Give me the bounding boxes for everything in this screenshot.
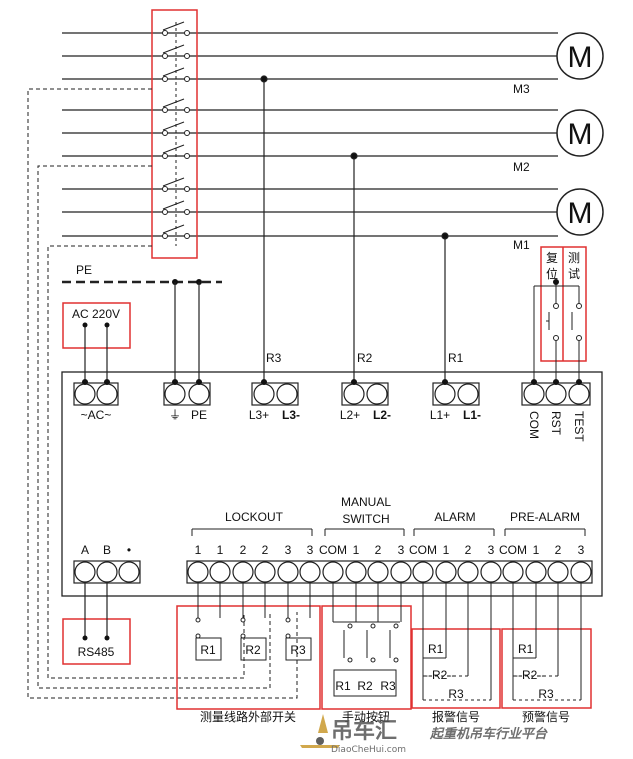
svg-text:1: 1: [533, 543, 540, 557]
tag-r2: R2: [357, 351, 373, 365]
alarm-relay-3: R3: [448, 687, 464, 701]
pe-bus: PE: [62, 263, 222, 382]
test-label-1: 测: [568, 251, 580, 265]
svg-text:2: 2: [555, 543, 562, 557]
bottom-terminals: [73, 560, 593, 584]
power-label: AC 220V: [72, 307, 120, 321]
lockout-relay-1: R1: [200, 643, 216, 657]
group-manual-1: MANUAL: [341, 495, 391, 509]
lockout-switch-box: R1 R2 R3 测量线路外部开关: [176, 583, 321, 724]
reset-test-box: 复 位 测 试: [533, 246, 587, 382]
test-label-2: 试: [568, 266, 580, 281]
motor-m1-label: M1: [513, 238, 530, 252]
group-alarm: ALARM: [434, 510, 475, 524]
svg-text:1: 1: [217, 543, 224, 557]
motor-m3-label: M3: [513, 82, 530, 96]
term-com: COM: [527, 411, 541, 439]
term-l2p: L2+: [340, 408, 360, 422]
manual-relay-3: R3: [380, 679, 396, 693]
power-supply-box: AC 220V: [62, 302, 131, 382]
svg-text:2: 2: [465, 543, 472, 557]
sense-taps: [260, 75, 449, 382]
svg-text:•: •: [127, 543, 131, 557]
tag-r1: R1: [448, 351, 464, 365]
term-rst: RST: [549, 411, 563, 436]
group-manual-2: SWITCH: [342, 512, 389, 526]
group-headers: LOCKOUT MANUAL SWITCH ALARM PRE-ALARM: [191, 495, 586, 536]
reset-label-1: 复: [546, 251, 558, 265]
manual-relay-2: R2: [357, 679, 373, 693]
contactor-box: [151, 9, 198, 259]
svg-text:1: 1: [443, 543, 450, 557]
group-lockout: LOCKOUT: [225, 510, 284, 524]
manual-caption: 手动按钮: [342, 709, 390, 724]
alarm-relay-2: --R2--: [424, 668, 455, 682]
svg-text:1: 1: [353, 543, 360, 557]
alarm-relay-1: R1: [428, 642, 444, 656]
svg-text:1: 1: [195, 543, 202, 557]
svg-text:B: B: [103, 543, 111, 557]
pre-alarm-relay-3: R3: [538, 687, 554, 701]
top-terminals: [73, 382, 591, 406]
lockout-relay-3: R3: [290, 643, 306, 657]
pre-alarm-relay-1: R1: [518, 642, 534, 656]
term-l3m: L3-: [282, 408, 300, 422]
svg-text:COM: COM: [499, 543, 527, 557]
contactor-switches: [162, 21, 190, 239]
rs485-box: RS485: [62, 583, 131, 665]
term-test: TEST: [572, 411, 586, 442]
dashed-control-wiring: [27, 88, 298, 699]
reset-label-2: 位: [546, 266, 558, 281]
watermark-brand: 吊车汇: [331, 718, 397, 744]
group-pre-alarm: PRE-ALARM: [510, 510, 580, 524]
crane-logo-icon: [300, 714, 340, 748]
motor-m1: M M1: [513, 188, 604, 252]
bottom-terminal-labels: A B • 1 1 2 2 3 3 COM 1 2 3 COM 1 2 3 CO…: [81, 543, 585, 557]
term-l1p: L1+: [430, 408, 450, 422]
supply-lines: [62, 32, 558, 237]
manual-relay-1: R1: [335, 679, 351, 693]
watermark: 吊车汇 DiaoCheHui.com 起重机吊车行业平台: [300, 714, 548, 755]
svg-text:3: 3: [578, 543, 585, 557]
svg-text:3: 3: [307, 543, 314, 557]
svg-text:3: 3: [488, 543, 495, 557]
svg-text:3: 3: [285, 543, 292, 557]
manual-switch-box: R1 R2 R3 手动按钮: [321, 583, 412, 724]
lockout-caption: 测量线路外部开关: [200, 709, 296, 724]
tag-r3: R3: [266, 351, 282, 365]
term-l2m: L2-: [373, 408, 391, 422]
term-pe: PE: [191, 408, 207, 422]
svg-text:M: M: [568, 197, 593, 230]
pre-alarm-caption: 预警信号: [522, 709, 570, 724]
controller-body: [61, 371, 603, 597]
motor-m3: M M3: [513, 32, 604, 96]
watermark-url: DiaoCheHui.com: [331, 745, 406, 755]
svg-text:M: M: [568, 118, 593, 151]
svg-text:A: A: [81, 543, 89, 557]
term-l1m: L1-: [463, 408, 481, 422]
pre-alarm-signal-box: R1 --R2-- R3 预警信号: [501, 583, 592, 724]
svg-text:COM: COM: [409, 543, 437, 557]
svg-text:2: 2: [262, 543, 269, 557]
svg-text:COM: COM: [319, 543, 347, 557]
term-ac: ~AC~: [81, 408, 112, 422]
pre-alarm-relay-2: --R2--: [514, 668, 545, 682]
svg-text:2: 2: [240, 543, 247, 557]
svg-text:PE: PE: [76, 263, 92, 277]
svg-text:M: M: [568, 41, 593, 74]
alarm-caption: 报警信号: [432, 709, 480, 724]
lockout-relay-2: R2: [245, 643, 261, 657]
term-ground: ⏚: [169, 408, 181, 422]
svg-text:2: 2: [375, 543, 382, 557]
motor-m2: M M2: [513, 109, 604, 174]
motor-m2-label: M2: [513, 160, 530, 174]
watermark-slogan: 起重机吊车行业平台: [429, 726, 548, 742]
svg-text:3: 3: [398, 543, 405, 557]
rs485-label: RS485: [78, 645, 115, 659]
term-l3p: L3+: [249, 408, 269, 422]
alarm-signal-box: R1 --R2-- R3 报警信号: [411, 583, 501, 724]
